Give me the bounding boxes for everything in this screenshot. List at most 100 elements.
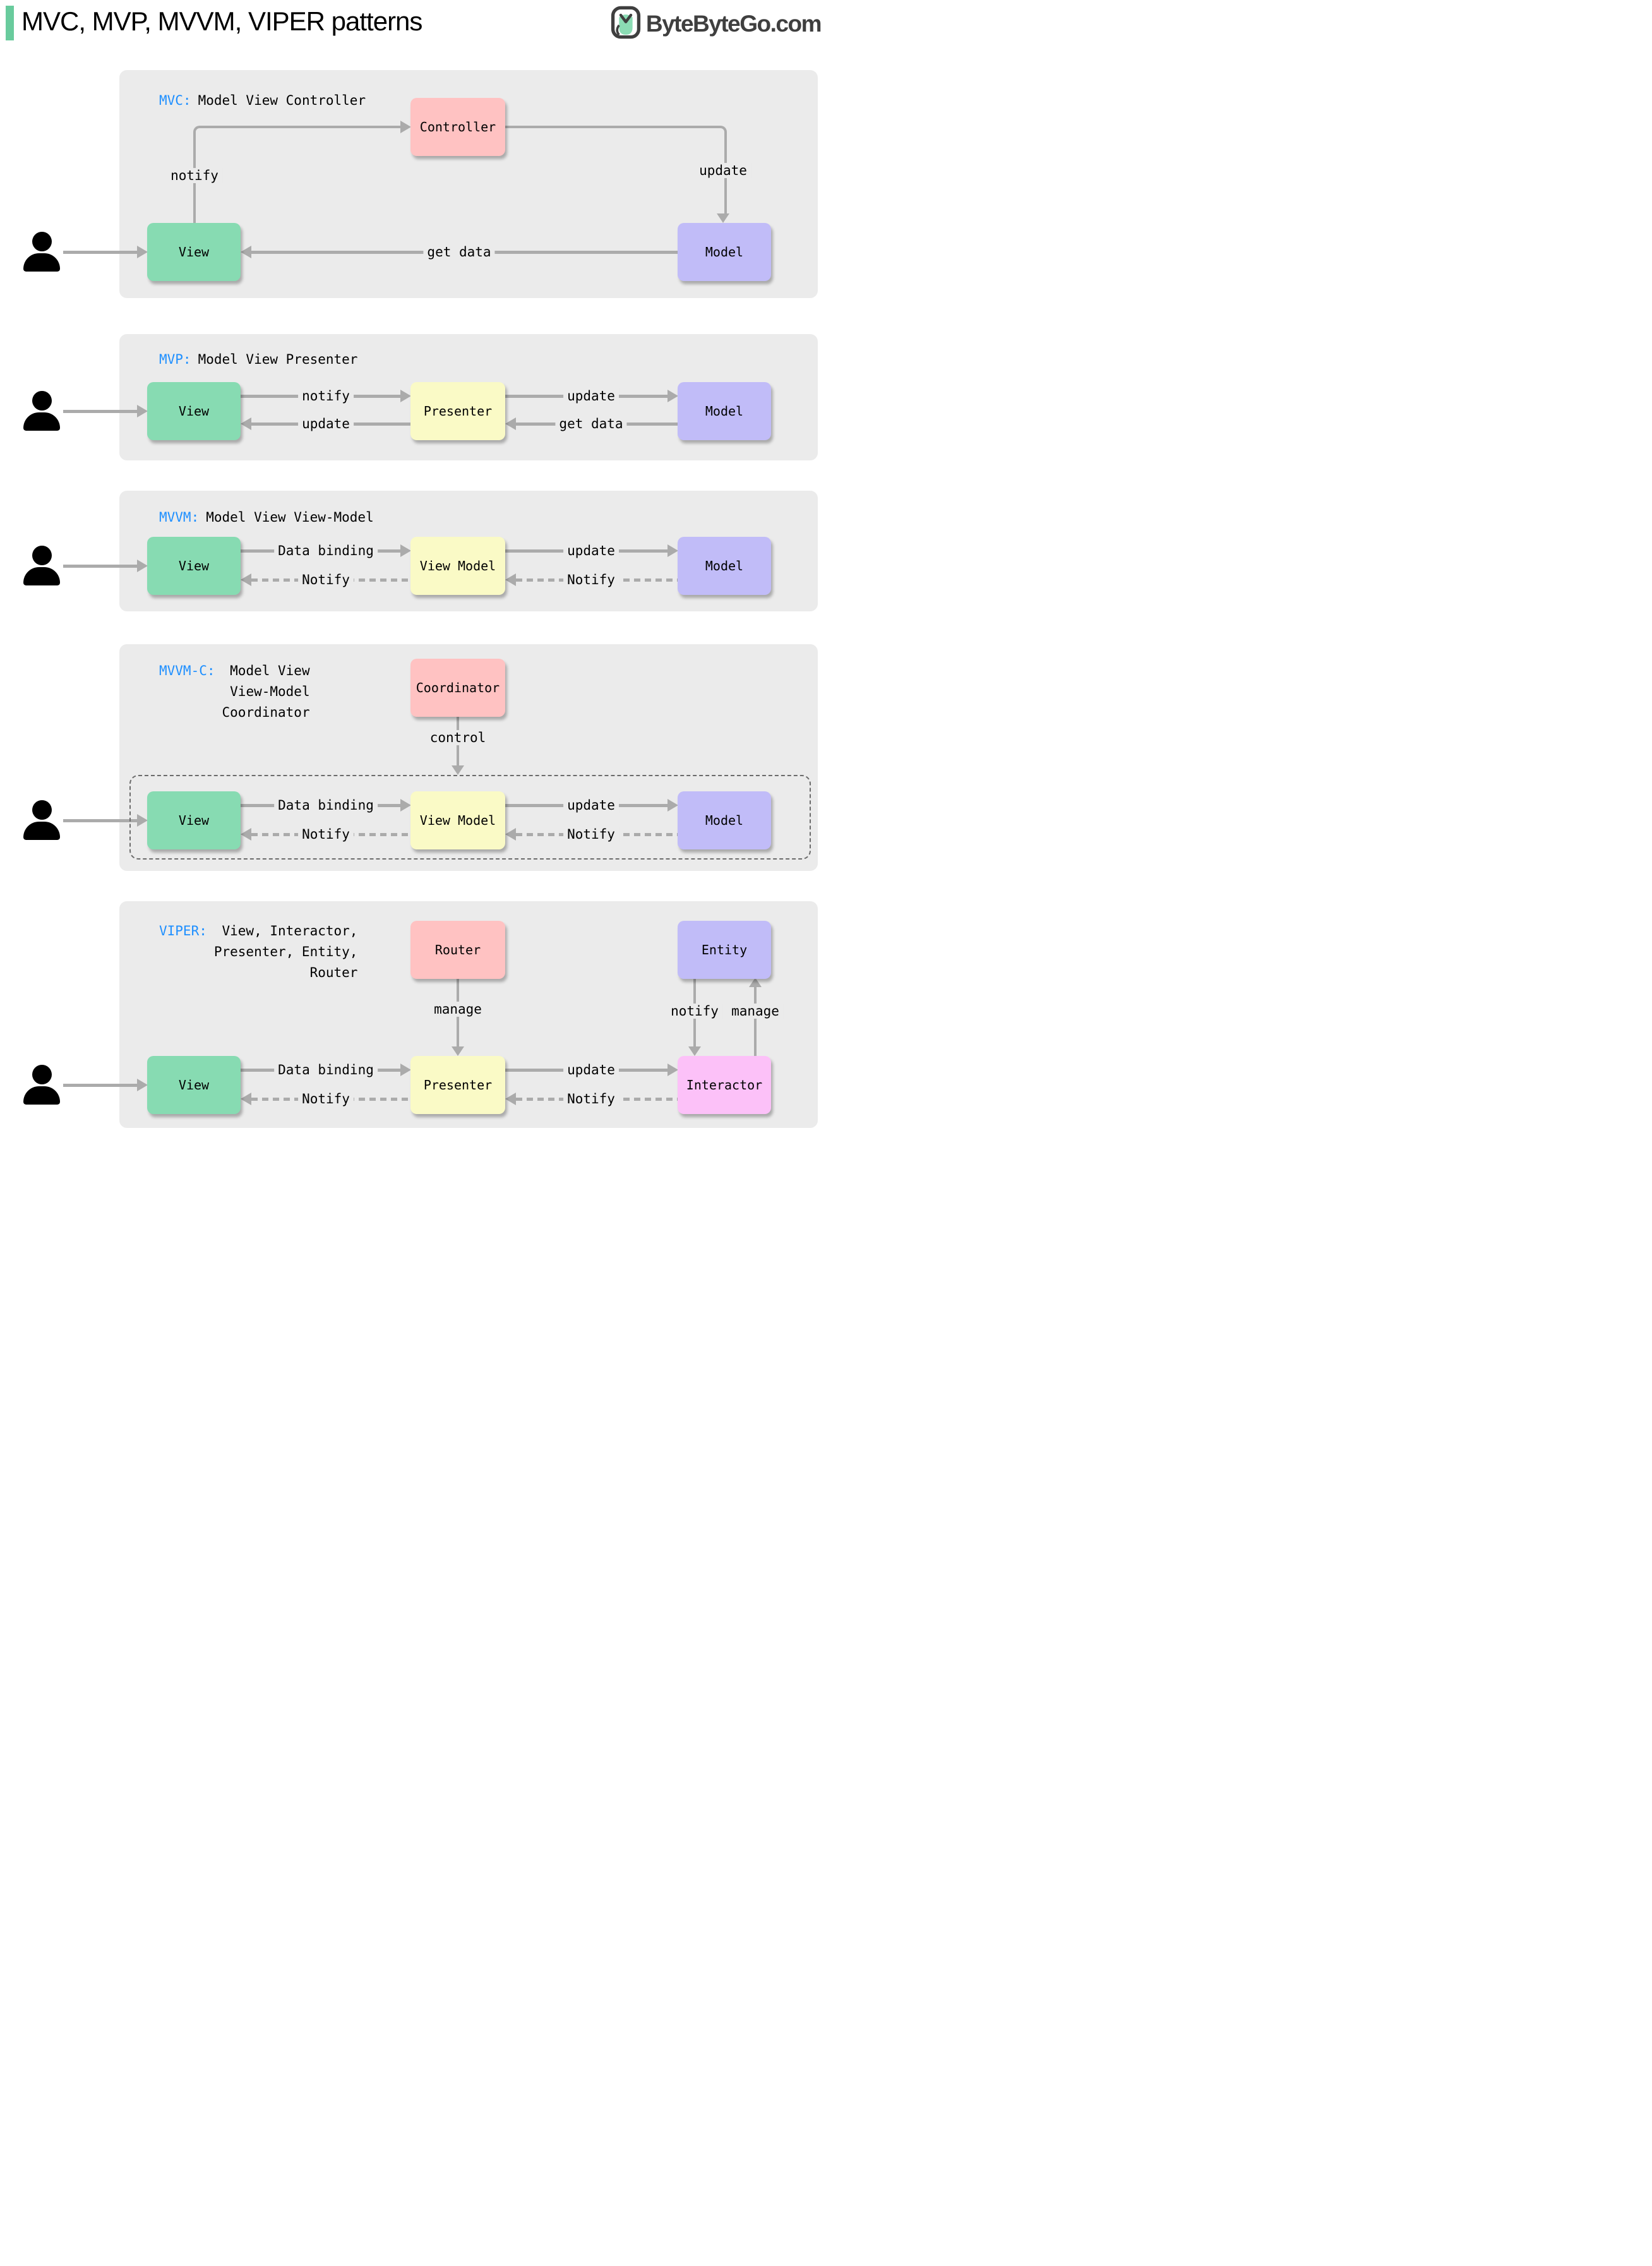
- mvp-user-arrowhead: [137, 405, 148, 417]
- viper-presenter-box: Presenter: [410, 1056, 505, 1114]
- user-body: [23, 1086, 60, 1105]
- viper-subtitle-line: View, Interactor,: [222, 923, 358, 938]
- mvvm-model-box: Model: [678, 537, 771, 595]
- user-body: [23, 822, 60, 840]
- diagram-canvas: MVC, MVP, MVVM, VIPER patterns ByteByteG…: [0, 0, 826, 1133]
- title-accent-bar: [6, 6, 14, 40]
- user-body: [23, 412, 60, 431]
- viper-manage-entity-arrowhead: [749, 978, 762, 987]
- mvvm-subtitle: Model View View-Model: [206, 510, 374, 525]
- mvvmc-title: MVVM-C: Model View View-Model Coordinato…: [159, 661, 310, 723]
- mvp-notify-label: notify: [298, 388, 354, 404]
- mvc-getdata-label: get data: [423, 244, 495, 260]
- mvp-update-model-label: update: [563, 388, 619, 404]
- mvvm-title: MVVM: Model View View-Model: [159, 507, 374, 528]
- viper-notify-view-arrowhead: [241, 1093, 251, 1105]
- mvvm-notify-view-label: Notify: [298, 572, 354, 587]
- mvc-user-arrow-line: [63, 251, 137, 254]
- mvvm-view-box: View: [147, 537, 241, 595]
- mvvm-tag: MVVM:: [159, 510, 200, 525]
- mvp-presenter-box: Presenter: [410, 382, 505, 440]
- mvc-notify-elbow-line: [193, 126, 404, 225]
- user-icon: [21, 1065, 62, 1105]
- mvp-view-box: View: [147, 382, 241, 440]
- user-icon: [21, 391, 62, 431]
- viper-subtitle-line: Presenter, Entity,: [213, 944, 358, 959]
- logo-text: ByteByteGo.com: [645, 10, 822, 37]
- user-icon: [21, 800, 62, 840]
- user-icon: [21, 232, 62, 272]
- mvvmc-control-label: control: [426, 730, 490, 745]
- viper-notify-view-label: Notify: [298, 1091, 354, 1106]
- mvp-title: MVP: Model View Presenter: [159, 349, 357, 370]
- mvc-update-label: update: [695, 163, 751, 178]
- mvc-view-box: View: [147, 223, 241, 281]
- mvvmc-update-label: update: [563, 798, 619, 813]
- mvc-notify-label: notify: [167, 168, 222, 183]
- mvp-update-view-arrowhead: [241, 417, 251, 430]
- user-body: [23, 567, 60, 585]
- mvvmc-subtitle: Model View View-Model Coordinator: [222, 661, 310, 723]
- mvvmc-tag: MVVM-C:: [159, 663, 215, 678]
- mvvmc-notify-vm-label: Notify: [563, 827, 619, 842]
- mvc-notify-arrowhead: [400, 121, 411, 133]
- mvc-user-arrowhead: [137, 246, 148, 258]
- viper-manage-presenter-label: manage: [430, 1002, 486, 1017]
- mvc-model-box: Model: [678, 223, 771, 281]
- mvvmc-view-box: View: [147, 791, 241, 849]
- mvp-user-arrow-line: [63, 410, 137, 413]
- mvvm-user-arrow-line: [63, 565, 137, 568]
- mvvmc-user-arrowhead: [137, 814, 148, 827]
- viper-notify-interactor-arrowhead: [688, 1046, 701, 1056]
- viper-subtitle-line: Router: [309, 965, 358, 980]
- bytebytego-bird-icon: [611, 5, 641, 42]
- mvvmc-databinding-label: Data binding: [274, 798, 378, 813]
- mvvmc-databinding-arrowhead: [400, 799, 411, 812]
- mvvmc-subtitle-line: View-Model: [230, 684, 310, 699]
- mvp-subtitle: Model View Presenter: [198, 352, 358, 367]
- viper-interactor-box: Interactor: [678, 1056, 771, 1114]
- viper-notify-presenter-arrowhead: [505, 1093, 516, 1105]
- mvc-subtitle: Model View Controller: [198, 93, 366, 108]
- mvvmc-update-arrowhead: [667, 799, 678, 812]
- viper-manage-entity-line: [754, 987, 757, 1056]
- mvc-getdata-arrowhead: [241, 246, 251, 258]
- mvc-update-arrowhead: [717, 213, 729, 223]
- mvvmc-scope-dashed-rect: [129, 775, 811, 860]
- viper-user-arrow-line: [63, 1084, 137, 1087]
- mvvmc-control-arrowhead: [452, 765, 464, 775]
- mvc-tag: MVC:: [159, 93, 191, 108]
- user-icon: [21, 546, 62, 585]
- mvp-notify-arrowhead: [400, 390, 411, 402]
- mvvmc-user-arrow-line: [63, 819, 137, 822]
- bytebytego-logo: ByteByteGo.com: [611, 5, 822, 42]
- mvvm-update-label: update: [563, 543, 619, 558]
- mvc-title: MVC: Model View Controller: [159, 90, 366, 111]
- viper-title: VIPER: View, Interactor, Presenter, Enti…: [159, 921, 357, 983]
- viper-subtitle: View, Interactor, Presenter, Entity, Rou…: [214, 921, 358, 983]
- mvvm-databinding-arrowhead: [400, 544, 411, 557]
- mvc-controller-box: Controller: [410, 98, 505, 156]
- viper-router-box: Router: [410, 921, 505, 979]
- mvvmc-model-box: Model: [678, 791, 771, 849]
- viper-entity-box: Entity: [678, 921, 771, 979]
- viper-update-label: update: [563, 1062, 619, 1077]
- viper-manage-entity-label: manage: [727, 1004, 783, 1019]
- mvvm-user-arrowhead: [137, 560, 148, 572]
- viper-update-arrowhead: [667, 1064, 678, 1076]
- mvvm-notify-view-arrowhead: [241, 573, 251, 586]
- mvvm-viewmodel-box: View Model: [410, 537, 505, 595]
- mvvmc-subtitle-line: Model View: [230, 663, 310, 678]
- mvp-getdata-arrowhead: [505, 417, 516, 430]
- mvvm-databinding-label: Data binding: [274, 543, 378, 558]
- mvvmc-subtitle-line: Coordinator: [222, 705, 310, 720]
- mvvm-update-arrowhead: [667, 544, 678, 557]
- viper-tag: VIPER:: [159, 923, 207, 938]
- viper-manage-presenter-arrowhead: [452, 1046, 464, 1056]
- viper-databinding-arrowhead: [400, 1064, 411, 1076]
- viper-databinding-label: Data binding: [274, 1062, 378, 1077]
- user-body: [23, 253, 60, 272]
- mvvmc-notify-view-label: Notify: [298, 827, 354, 842]
- mvp-update-model-arrowhead: [667, 390, 678, 402]
- user-head: [32, 232, 52, 251]
